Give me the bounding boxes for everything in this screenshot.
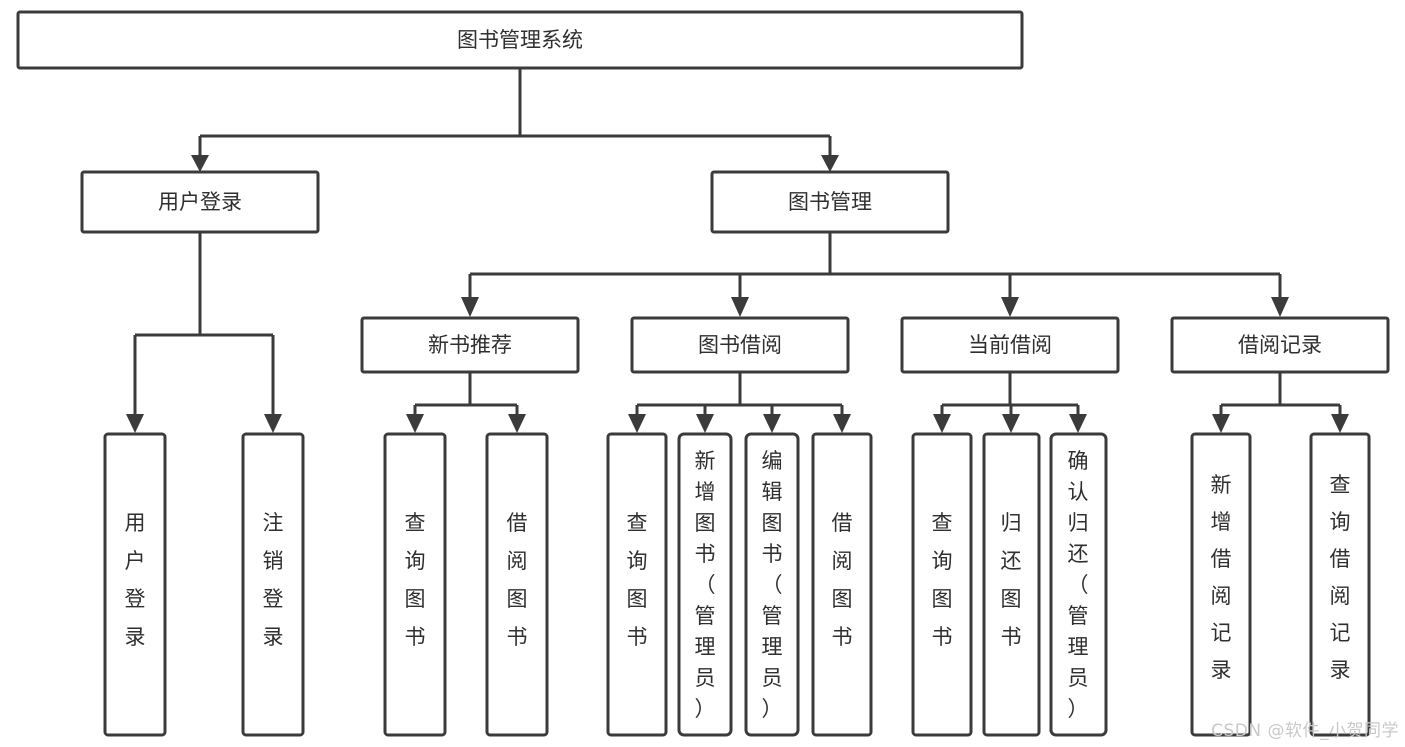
node-user-login-box[interactable] <box>80 170 320 234</box>
node-root-label: 图书管理系统 <box>457 28 583 52</box>
node-new-book-recommend[interactable]: 新书推荐 <box>360 316 580 374</box>
connector-user-login-bus <box>133 232 275 418</box>
node-leaf-query-book-2-box[interactable] <box>606 432 668 737</box>
node-leaf-query-book-1-box[interactable] <box>383 432 447 737</box>
node-leaf-borrow-book-2-label: 借阅图书 <box>832 511 853 649</box>
node-borrow-record-label: 借阅记录 <box>1238 333 1322 357</box>
node-leaf-query-book-3-box[interactable] <box>911 432 973 737</box>
arrowhead-to-book-manage <box>821 155 839 172</box>
connector-book-borrow-bus <box>635 372 844 418</box>
arrowhead-to-leaf-logout <box>264 414 282 433</box>
node-book-borrow[interactable]: 图书借阅 <box>630 316 850 374</box>
node-leaf-confirm-return-admin-box[interactable] <box>1049 432 1108 737</box>
arrowhead-to-leaf-add-book <box>696 414 714 433</box>
arrowhead-to-user-login <box>191 155 209 172</box>
node-leaf-query-book-1-label: 查询图书 <box>405 511 426 649</box>
connector-layer <box>126 68 1349 433</box>
arrowhead-to-leaf-borrow-book-2 <box>833 414 851 433</box>
node-book-manage-label: 图书管理 <box>788 190 872 214</box>
node-new-book-recommend-label: 新书推荐 <box>428 333 512 357</box>
arrowhead-to-leaf-add-record <box>1212 414 1230 433</box>
node-leaf-borrow-book-2-box[interactable] <box>811 432 873 737</box>
node-leaf-return-book[interactable]: 归还图书 <box>982 432 1041 737</box>
node-leaf-edit-book-admin-box[interactable] <box>744 432 800 737</box>
arrowhead-to-borrow-record <box>1271 297 1289 317</box>
arrowhead-to-leaf-query-book-2 <box>628 414 646 433</box>
node-borrow-record[interactable]: 借阅记录 <box>1170 316 1390 374</box>
node-leaf-query-book-1[interactable]: 查询图书 <box>383 432 447 737</box>
node-leaf-borrow-book-1-label: 借阅图书 <box>507 511 528 649</box>
node-leaf-borrow-book-2[interactable]: 借阅图书 <box>811 432 873 737</box>
node-leaf-query-borrow-record[interactable]: 查询借阅记录 <box>1309 432 1371 737</box>
node-current-borrow[interactable]: 当前借阅 <box>900 316 1120 374</box>
arrowhead-to-leaf-query-record <box>1331 414 1349 433</box>
node-leaf-logout-box[interactable] <box>241 432 305 737</box>
arrowhead-to-book-borrow <box>731 297 749 317</box>
connector-new-book-recommend-bus <box>413 372 519 418</box>
node-current-borrow-label: 当前借阅 <box>968 333 1052 357</box>
node-leaf-logout-label: 注销登录 <box>263 511 284 649</box>
node-book-manage[interactable]: 图书管理 <box>710 170 950 234</box>
arrowhead-to-leaf-return-book <box>1002 414 1020 433</box>
node-leaf-borrow-book-1[interactable]: 借阅图书 <box>485 432 549 737</box>
node-leaf-add-book-admin-label: 新增图书（管理员） <box>695 449 716 721</box>
arrowhead-to-new-book-recommend <box>461 297 479 317</box>
node-leaf-user-login-box[interactable] <box>103 432 167 737</box>
arrowhead-to-leaf-edit-book <box>763 414 781 433</box>
node-leaf-query-book-2-label: 查询图书 <box>627 511 648 649</box>
arrowhead-to-leaf-query-book-1 <box>406 414 424 433</box>
node-borrow-record-box[interactable] <box>1170 316 1390 374</box>
node-leaf-add-book-admin[interactable]: 新增图书（管理员） <box>677 432 733 737</box>
connector-borrow-record-bus <box>1219 372 1342 418</box>
node-leaf-edit-book-admin[interactable]: 编辑图书（管理员） <box>744 432 800 737</box>
node-leaf-confirm-return-admin[interactable]: 确认归还（管理员） <box>1049 432 1108 737</box>
node-leaf-return-book-label: 归还图书 <box>1001 511 1022 649</box>
node-user-login[interactable]: 用户登录 <box>80 170 320 234</box>
node-leaf-confirm-return-admin-label: 确认归还（管理员） <box>1068 449 1089 721</box>
arrowhead-to-leaf-confirm-return <box>1069 414 1087 433</box>
node-leaf-borrow-book-1-box[interactable] <box>485 432 549 737</box>
node-leaf-query-borrow-record-label: 查询借阅记录 <box>1330 473 1351 682</box>
arrowhead-to-current-borrow <box>1001 297 1019 317</box>
node-user-login-label: 用户登录 <box>158 190 242 214</box>
node-leaf-query-book-3[interactable]: 查询图书 <box>911 432 973 737</box>
node-leaf-add-borrow-record-box[interactable] <box>1190 432 1252 737</box>
node-leaf-logout[interactable]: 注销登录 <box>241 432 305 737</box>
connector-book-manage-bus <box>468 232 1282 300</box>
node-current-borrow-box[interactable] <box>900 316 1120 374</box>
node-leaf-add-book-admin-box[interactable] <box>677 432 733 737</box>
node-book-manage-box[interactable] <box>710 170 950 234</box>
node-leaf-query-borrow-record-box[interactable] <box>1309 432 1371 737</box>
node-leaf-add-borrow-record[interactable]: 新增借阅记录 <box>1190 432 1252 737</box>
connector-current-borrow-bus <box>940 372 1080 418</box>
arrowhead-to-leaf-user-login <box>126 414 144 433</box>
node-book-borrow-box[interactable] <box>630 316 850 374</box>
node-leaf-return-book-box[interactable] <box>982 432 1041 737</box>
node-leaf-user-login-label: 用户登录 <box>125 511 146 649</box>
node-leaf-add-borrow-record-label: 新增借阅记录 <box>1211 473 1232 682</box>
node-root-box[interactable] <box>16 10 1024 70</box>
node-leaf-user-login[interactable]: 用户登录 <box>103 432 167 737</box>
node-new-book-recommend-box[interactable] <box>360 316 580 374</box>
arrowhead-to-leaf-borrow-book-1 <box>508 414 526 433</box>
node-leaf-query-book-3-label: 查询图书 <box>932 511 953 649</box>
node-leaf-query-book-2[interactable]: 查询图书 <box>606 432 668 737</box>
node-root[interactable]: 图书管理系统 <box>16 10 1024 70</box>
node-leaf-edit-book-admin-label: 编辑图书（管理员） <box>762 449 783 721</box>
connector-root-bus <box>198 68 832 158</box>
node-book-borrow-label: 图书借阅 <box>698 333 782 357</box>
arrowhead-to-leaf-query-book-3 <box>933 414 951 433</box>
